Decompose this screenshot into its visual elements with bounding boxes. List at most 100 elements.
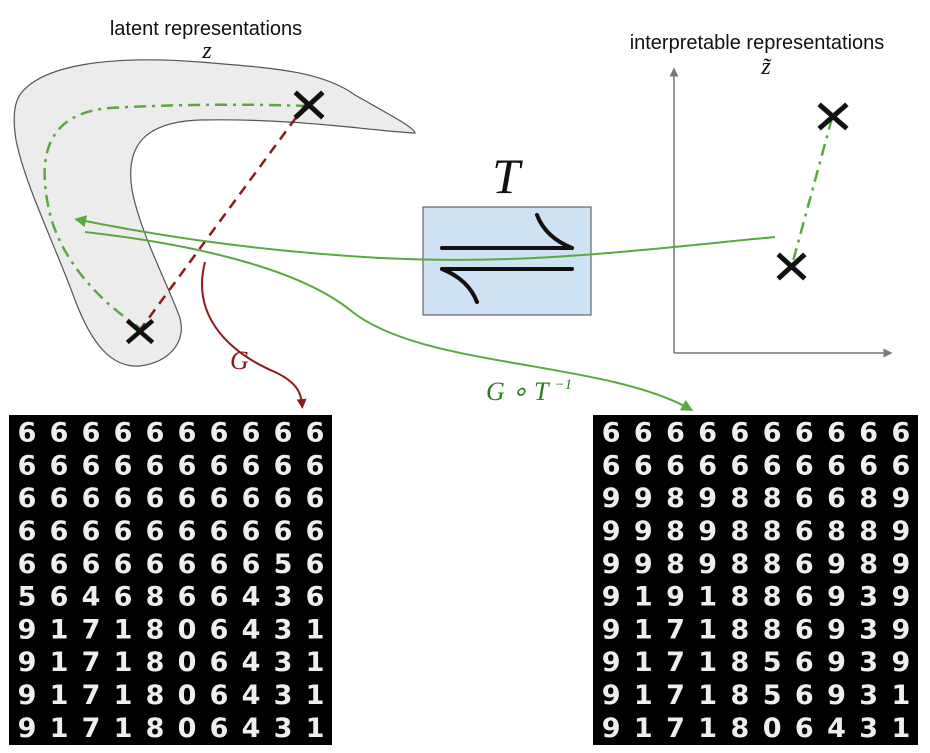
left-digit-r0-c6: 6 <box>210 418 229 449</box>
right-digit-r0-c7: 6 <box>827 418 846 449</box>
right-digit-r1-c2: 6 <box>666 450 685 481</box>
left-digit-r1-c1: 6 <box>50 450 69 481</box>
composed-generator-label-main: G ∘ T <box>486 377 550 406</box>
right-digit-r6-c4: 8 <box>731 614 750 645</box>
left-digit-r6-c4: 8 <box>146 614 165 645</box>
left-digit-r2-c4: 6 <box>146 483 165 514</box>
left-digit-r9-c4: 8 <box>146 713 165 744</box>
right-digit-r3-c4: 8 <box>731 516 750 547</box>
generator-path <box>201 261 307 409</box>
right-digit-r4-c4: 8 <box>731 549 750 580</box>
right-digit-r8-c0: 9 <box>602 680 621 711</box>
left-digit-r6-c8: 3 <box>274 614 293 645</box>
right-digit-r4-c0: 9 <box>602 549 621 580</box>
right-digit-r4-c1: 9 <box>634 549 653 580</box>
right-digit-r2-c1: 9 <box>634 483 653 514</box>
right-digit-r9-c8: 3 <box>859 713 878 744</box>
left-digit-r7-c9: 1 <box>306 647 325 678</box>
left-digit-r2-c2: 6 <box>82 483 101 514</box>
right-digit-r8-c7: 9 <box>827 680 846 711</box>
left-digit-r0-c0: 6 <box>18 418 37 449</box>
right-digit-r5-c0: 9 <box>602 582 621 613</box>
left-digit-r5-c9: 6 <box>306 582 325 613</box>
left-digit-r7-c8: 3 <box>274 647 293 678</box>
right-digit-r4-c3: 9 <box>698 549 717 580</box>
right-digit-r5-c3: 1 <box>698 582 717 613</box>
left-digit-r7-c4: 8 <box>146 647 165 678</box>
right-digit-r5-c7: 9 <box>827 582 846 613</box>
right-digit-r2-c5: 8 <box>763 483 782 514</box>
latent-symbol: z <box>201 38 212 64</box>
left-digit-r4-c2: 6 <box>82 549 101 580</box>
left-digit-r1-c0: 6 <box>18 450 37 481</box>
right-digit-r4-c2: 8 <box>666 549 685 580</box>
right-sample-grid-background <box>593 415 918 745</box>
left-digit-r8-c3: 1 <box>114 680 133 711</box>
right-digit-r7-c1: 1 <box>634 647 653 678</box>
right-digit-r2-c6: 6 <box>795 483 814 514</box>
left-digit-r0-c3: 6 <box>114 418 133 449</box>
left-digit-r0-c2: 6 <box>82 418 101 449</box>
left-digit-r9-c1: 1 <box>50 713 69 744</box>
left-digit-r4-c8: 5 <box>274 549 293 580</box>
left-digit-r8-c6: 6 <box>210 680 229 711</box>
right-digit-r3-c6: 6 <box>795 516 814 547</box>
left-digit-r2-c1: 6 <box>50 483 69 514</box>
left-digit-r6-c2: 7 <box>82 614 101 645</box>
right-digit-r1-c9: 6 <box>892 450 911 481</box>
left-digit-r1-c5: 6 <box>178 450 197 481</box>
interpretable-title: interpretable representations <box>630 32 885 54</box>
left-digit-r1-c3: 6 <box>114 450 133 481</box>
right-digit-r0-c3: 6 <box>698 418 717 449</box>
right-digit-r2-c2: 8 <box>666 483 685 514</box>
left-digit-r9-c5: 0 <box>178 713 197 744</box>
right-digit-r5-c5: 8 <box>763 582 782 613</box>
right-digit-r3-c5: 8 <box>763 516 782 547</box>
inverse-transform-path <box>74 215 776 261</box>
right-digit-r8-c3: 1 <box>698 680 717 711</box>
left-digit-r8-c5: 0 <box>178 680 197 711</box>
latent-manifold <box>13 59 416 367</box>
generator-label: G <box>230 346 249 375</box>
left-digit-r3-c9: 6 <box>306 516 325 547</box>
right-digit-r9-c0: 9 <box>602 713 621 744</box>
left-digit-r4-c3: 6 <box>114 549 133 580</box>
right-digit-r4-c7: 9 <box>827 549 846 580</box>
right-digit-r0-c1: 6 <box>634 418 653 449</box>
left-digit-r5-c0: 5 <box>18 582 37 613</box>
left-digit-r1-c8: 6 <box>274 450 293 481</box>
right-digit-r4-c6: 6 <box>795 549 814 580</box>
right-digit-r8-c4: 8 <box>731 680 750 711</box>
left-digit-r2-c5: 6 <box>178 483 197 514</box>
right-digit-r7-c5: 5 <box>763 647 782 678</box>
left-digit-r8-c4: 8 <box>146 680 165 711</box>
left-digit-r6-c9: 1 <box>306 614 325 645</box>
left-digit-r1-c9: 6 <box>306 450 325 481</box>
left-digit-r2-c3: 6 <box>114 483 133 514</box>
left-digit-r3-c1: 6 <box>50 516 69 547</box>
right-digit-r7-c4: 8 <box>731 647 750 678</box>
right-digit-r0-c4: 6 <box>731 418 750 449</box>
right-digit-r2-c8: 8 <box>859 483 878 514</box>
right-digit-r6-c3: 1 <box>698 614 717 645</box>
left-digit-r3-c5: 6 <box>178 516 197 547</box>
right-digit-r0-c9: 6 <box>892 418 911 449</box>
composed-generator-label-superscript: −1 <box>555 377 573 393</box>
latent-title: latent representations <box>110 18 302 40</box>
transform-box <box>422 206 592 316</box>
left-digit-r5-c1: 6 <box>50 582 69 613</box>
left-digit-r2-c7: 6 <box>242 483 261 514</box>
right-digit-r9-c5: 0 <box>763 713 782 744</box>
right-digit-r6-c1: 1 <box>634 614 653 645</box>
latent-endpoint-top-marker <box>293 90 325 120</box>
right-digit-r0-c0: 6 <box>602 418 621 449</box>
left-digit-r5-c6: 6 <box>210 582 229 613</box>
left-digit-r0-c1: 6 <box>50 418 69 449</box>
left-digit-r9-c3: 1 <box>114 713 133 744</box>
right-digit-r8-c1: 1 <box>634 680 653 711</box>
right-digit-r5-c2: 9 <box>666 582 685 613</box>
right-digit-r8-c6: 6 <box>795 680 814 711</box>
left-digit-r1-c4: 6 <box>146 450 165 481</box>
